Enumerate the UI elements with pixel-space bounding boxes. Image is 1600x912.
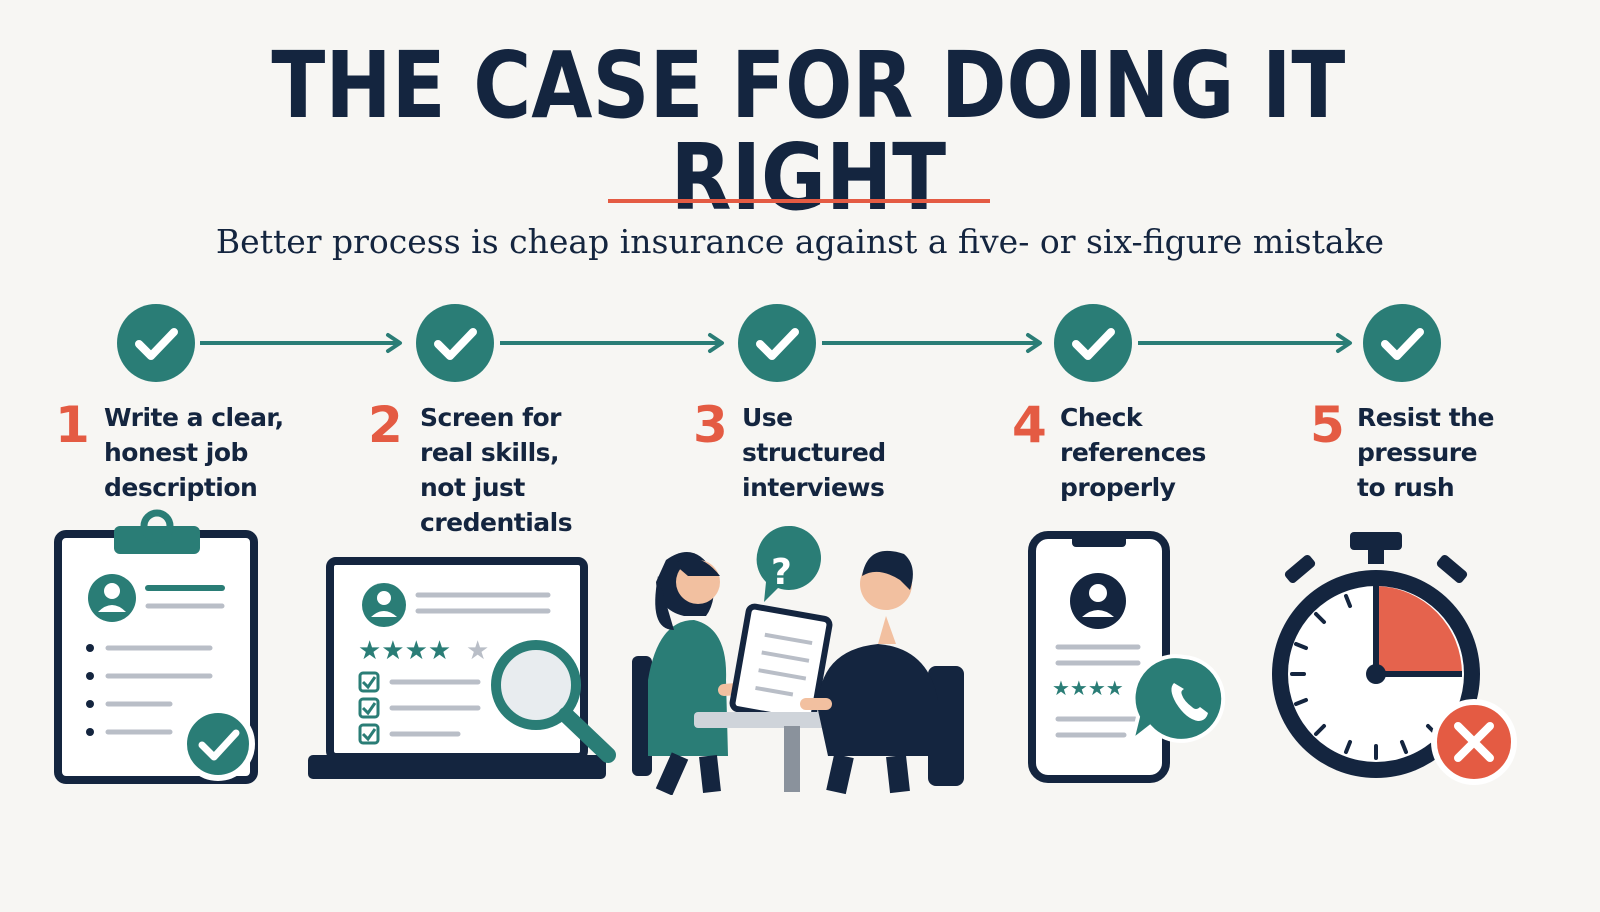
step-3-label: Use structured interviews bbox=[742, 403, 886, 502]
step-3-check-icon bbox=[738, 304, 816, 382]
svg-text:★: ★ bbox=[466, 636, 489, 666]
step-4-label: Check references properly bbox=[1060, 403, 1206, 502]
step-1-number: 1 bbox=[55, 396, 90, 454]
step-1-label: Write a clear, honest job description bbox=[104, 403, 284, 502]
interview-scene-icon: ? bbox=[632, 525, 964, 795]
title-underline bbox=[608, 199, 990, 203]
connector-3-4-arrow-icon bbox=[822, 333, 1042, 353]
page-subtitle: Better process is cheap insurance agains… bbox=[215, 222, 1385, 261]
connector-2-3-arrow-icon bbox=[500, 333, 724, 353]
connector-4-5-arrow-icon bbox=[1138, 333, 1352, 353]
stopwatch-cancel-icon bbox=[1272, 532, 1517, 785]
interview-question-mark: ? bbox=[771, 552, 792, 593]
step-2-label: Screen for real skills, not just credent… bbox=[420, 403, 573, 537]
step-5-check-icon bbox=[1363, 304, 1441, 382]
page-title: THE CASE FOR DOING IT RIGHT bbox=[271, 32, 1346, 231]
laptop-magnifier-icon: ★★★★ ★ bbox=[308, 557, 616, 779]
step-3-number: 3 bbox=[693, 396, 728, 454]
step-5-label: Resist the pressure to rush bbox=[1357, 403, 1494, 502]
step-2-number: 2 bbox=[368, 396, 403, 454]
clipboard-checklist-icon bbox=[54, 509, 258, 784]
step-4-number: 4 bbox=[1012, 396, 1047, 454]
step-4-check-icon bbox=[1054, 304, 1132, 382]
svg-text:★★★★: ★★★★ bbox=[1052, 676, 1124, 700]
connector-1-2-arrow-icon bbox=[200, 333, 402, 353]
step-2-check-icon bbox=[416, 304, 494, 382]
svg-text:★★★★: ★★★★ bbox=[358, 636, 451, 666]
step-5-number: 5 bbox=[1310, 396, 1345, 454]
step-1-check-icon bbox=[117, 304, 195, 382]
phone-reference-icon: ★★★★ bbox=[1028, 531, 1226, 783]
